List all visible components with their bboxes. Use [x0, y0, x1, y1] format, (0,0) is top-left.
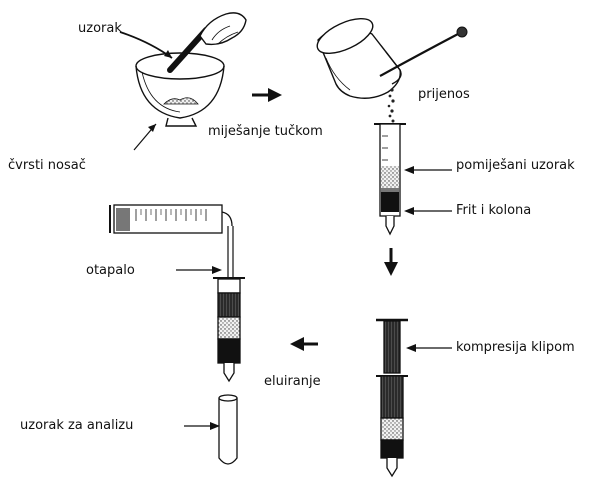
- arrow-mixing-to-transfer: [252, 88, 282, 102]
- arrow-down: [384, 248, 398, 276]
- label-frit-i-kolona: Frit i kolona: [456, 203, 531, 219]
- stirring-rod-hand: [380, 27, 467, 76]
- label-mijesanje-tuckom: miješanje tučkom: [208, 124, 323, 140]
- pointer-otapalo: [176, 266, 222, 274]
- column-filling: [374, 124, 406, 234]
- graduated-cylinder: [110, 205, 232, 233]
- pointer-frit-kolona: [404, 207, 452, 215]
- label-cvrsti-nosac: čvrsti nosač: [8, 158, 86, 174]
- label-eluiranje: eluiranje: [264, 374, 321, 390]
- label-otapalo: otapalo: [86, 263, 135, 279]
- solvent-tube: [228, 226, 233, 278]
- elution-column: [213, 278, 245, 381]
- pointer-pomijesani-uzorak: [404, 166, 452, 174]
- label-prijenos: prijenos: [418, 87, 470, 103]
- pointer-kompresija: [406, 344, 452, 352]
- pouring-beaker: [312, 12, 401, 99]
- arrow-left-elution: [290, 337, 318, 351]
- test-tube: [219, 395, 237, 464]
- label-kompresija-klipom: kompresija klipom: [456, 340, 575, 356]
- pointer-cvrsti-nosac: [134, 124, 156, 150]
- mortar-bowl: [136, 53, 224, 126]
- pointer-uzorak-za-analizu: [184, 422, 220, 430]
- label-uzorak: uzorak: [78, 21, 122, 37]
- label-pomijesani-uzorak: pomiješani uzorak: [456, 158, 575, 174]
- label-uzorak-za-analizu: uzorak za analizu: [20, 418, 133, 434]
- compression-column: [376, 320, 408, 476]
